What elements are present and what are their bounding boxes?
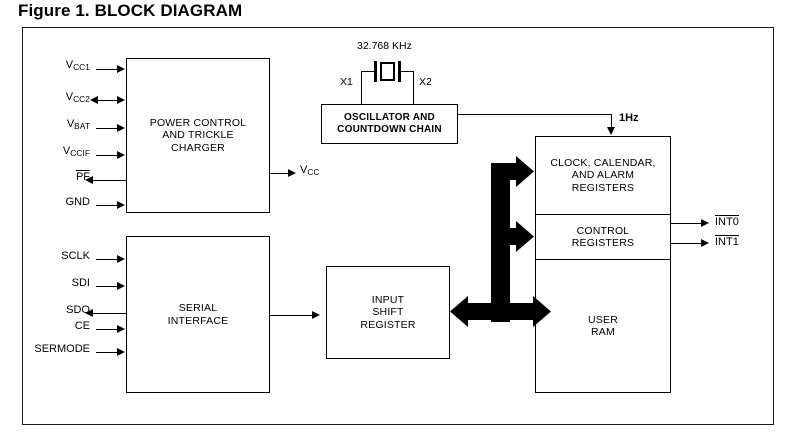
- wire-int1: [671, 243, 704, 244]
- pin-label-int0: INT0: [715, 215, 765, 228]
- block-oscillator: OSCILLATOR AND COUNTDOWN CHAIN: [321, 104, 458, 144]
- arrow-vcc2-in: [117, 96, 125, 104]
- wire-int0: [671, 223, 704, 224]
- wire-xtal-right-lead: [400, 71, 414, 72]
- signal-label-1hz: 1Hz: [619, 112, 639, 124]
- pin-label-vcc2: VCC2: [42, 91, 90, 104]
- pin-int0-text: INT0: [715, 215, 739, 228]
- block-serial-interface-label: SERIAL INTERFACE: [167, 302, 229, 327]
- crystal-pin-x2-label: X2: [419, 76, 432, 88]
- pin-label-gnd: GND: [38, 196, 90, 208]
- crystal-plate-right: [398, 61, 401, 82]
- pin-vcc-out-sub: CC: [307, 167, 320, 177]
- pin-vbat-base: V: [66, 118, 75, 130]
- pin-label-sdi: SDI: [40, 277, 90, 289]
- arrow-vbat-in: [117, 124, 125, 132]
- arrow-serial-to-shift: [312, 311, 320, 319]
- wire-vccif: [96, 155, 118, 156]
- pin-label-ce: CE: [40, 320, 90, 332]
- arrow-int0-out: [701, 219, 709, 227]
- pin-vccif-base: V: [62, 145, 71, 157]
- pin-vcc1-sub: CC1: [73, 62, 90, 72]
- block-input-shift-register-label: INPUT SHIFT REGISTER: [360, 293, 416, 331]
- crystal-plate-left: [374, 61, 377, 82]
- wire-x2-down: [413, 71, 414, 105]
- pin-label-vbat: VBAT: [42, 118, 90, 131]
- pin-vcc2-base: V: [65, 91, 74, 103]
- pin-vccif-sub: CCIF: [70, 148, 90, 158]
- wire-x1-down: [361, 71, 362, 105]
- arrow-vcc2-out: [90, 96, 98, 104]
- arrow-1hz-down: [607, 127, 615, 135]
- pin-label-sdo: SDO: [40, 304, 90, 316]
- arrow-sermode-in: [117, 348, 125, 356]
- pin-vcc1-base: V: [65, 59, 74, 71]
- block-input-shift-register: INPUT SHIFT REGISTER: [326, 266, 450, 359]
- block-power-control-label: POWER CONTROL AND TRICKLE CHARGER: [149, 116, 247, 154]
- arrow-vcc1-in: [117, 65, 125, 73]
- crystal-pin-x1-label: X1: [340, 76, 353, 88]
- wire-gnd: [96, 205, 118, 206]
- arrow-sclk-in: [117, 255, 125, 263]
- pin-label-vcc-out: VCC: [300, 164, 340, 177]
- block-user-ram-label: USER RAM: [588, 313, 618, 339]
- arrow-pf-out: [85, 176, 93, 184]
- arrow-vccif-in: [117, 151, 125, 159]
- block-power-control: POWER CONTROL AND TRICKLE CHARGER: [126, 58, 270, 213]
- crystal-body: [380, 62, 395, 81]
- wire-pf: [92, 180, 126, 181]
- pin-vcc-out-base: V: [300, 164, 308, 176]
- wire-sdi: [96, 286, 118, 287]
- pin-sdi-text: SDI: [71, 277, 90, 289]
- pin-vcc2-sub: CC2: [73, 94, 90, 104]
- pin-label-sclk: SCLK: [40, 250, 90, 262]
- block-control-registers-label: CONTROL REGISTERS: [571, 224, 635, 250]
- page-title: Figure 1. BLOCK DIAGRAM: [18, 1, 243, 20]
- block-clock-registers-label: CLOCK, CALENDAR, AND ALARM REGISTERS: [550, 156, 656, 194]
- wire-vcc-out: [270, 173, 292, 174]
- wire-sclk: [96, 259, 118, 260]
- block-control-registers: CONTROL REGISTERS: [535, 214, 671, 260]
- arrow-vcc-out: [288, 169, 296, 177]
- pin-int1-text: INT1: [715, 235, 739, 248]
- arrow-gnd-in: [117, 201, 125, 209]
- arrow-sdo-out: [85, 309, 93, 317]
- crystal-frequency-label: 32.768 KHz: [357, 40, 412, 52]
- pin-label-pf: PF: [42, 170, 90, 183]
- pin-vbat-sub: BAT: [74, 121, 90, 131]
- pin-sclk-text: SCLK: [61, 250, 90, 262]
- wire-vbat: [96, 128, 118, 129]
- wire-ce: [96, 329, 118, 330]
- arrow-ce-in: [117, 325, 125, 333]
- wire-xtal-left-lead: [361, 71, 375, 72]
- arrow-int1-out: [701, 239, 709, 247]
- pin-label-vccif: VCCIF: [38, 145, 90, 158]
- wire-serial-to-shift: [270, 315, 314, 316]
- pin-ce-text: CE: [74, 320, 90, 332]
- block-clock-calendar-alarm-registers: CLOCK, CALENDAR, AND ALARM REGISTERS: [535, 136, 671, 215]
- wire-sermode: [96, 352, 118, 353]
- block-serial-interface: SERIAL INTERFACE: [126, 236, 270, 393]
- arrow-sdi-in: [117, 282, 125, 290]
- pin-label-sermode: SERMODE: [22, 343, 90, 355]
- wire-sdo: [92, 313, 126, 314]
- pin-gnd-base: GND: [65, 196, 90, 208]
- block-oscillator-label: OSCILLATOR AND COUNTDOWN CHAIN: [337, 111, 442, 136]
- pin-sdo-text: SDO: [66, 304, 90, 316]
- wire-vcc1: [96, 69, 118, 70]
- wire-1hz-vertical: [611, 114, 612, 128]
- pin-label-int1: INT1: [715, 235, 765, 248]
- block-user-ram: USER RAM: [535, 259, 671, 393]
- pin-sermode-text: SERMODE: [34, 343, 90, 355]
- pin-label-vcc1: VCC1: [42, 59, 90, 72]
- wire-1hz-horizontal: [458, 114, 612, 115]
- wire-vcc2: [96, 100, 118, 101]
